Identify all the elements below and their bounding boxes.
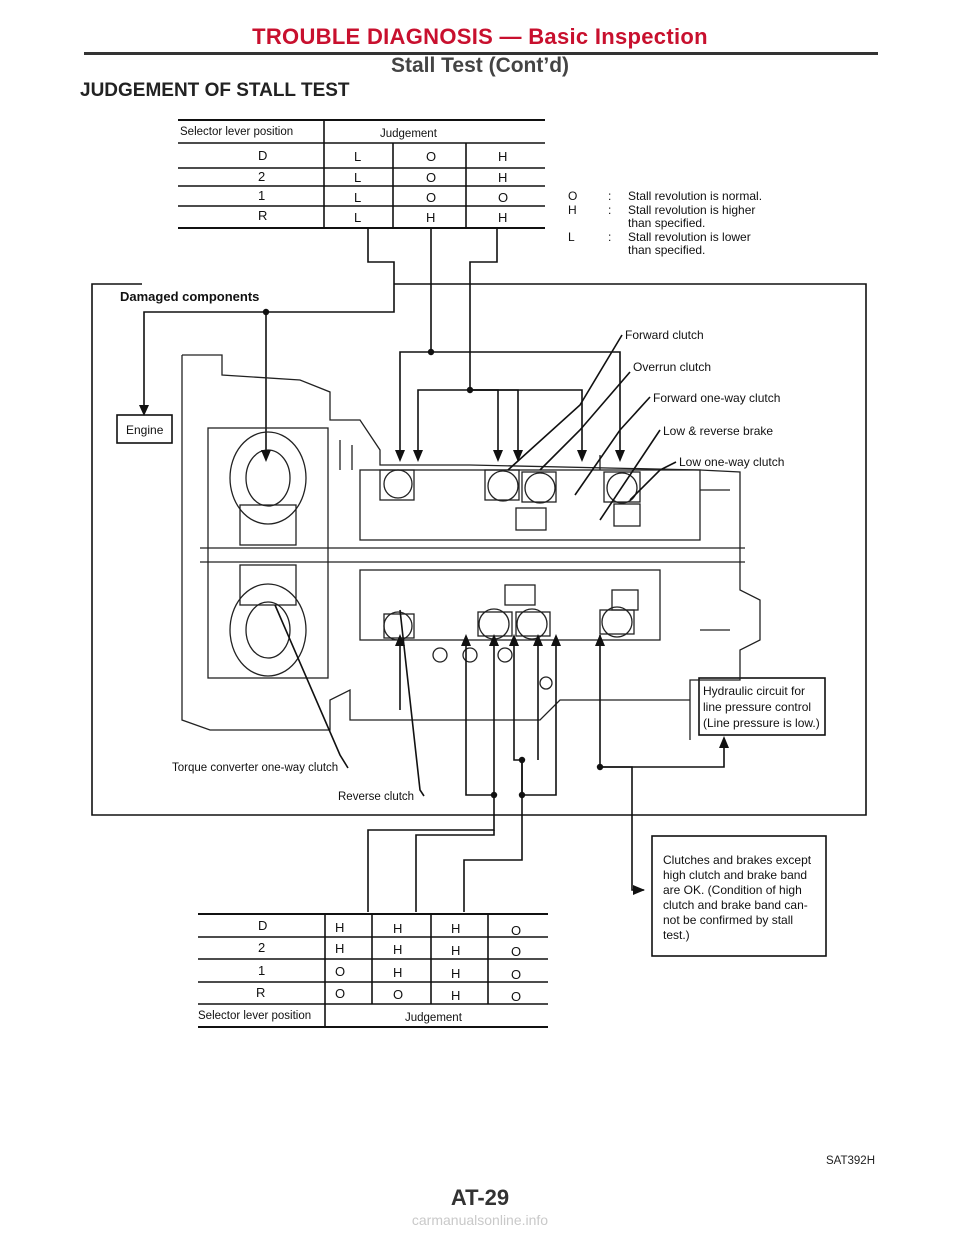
legend-text: than specified. <box>628 243 705 257</box>
legend-separator: : <box>608 189 611 203</box>
callout-low-oneway-clutch: Low one-way clutch <box>679 455 784 469</box>
bottom-table-judgement-header: Judgement <box>405 1012 463 1024</box>
damaged-components-title: Damaged components <box>120 289 259 304</box>
page-number: AT-29 <box>450 1185 510 1210</box>
legend-text: Stall revolution is lower <box>628 230 751 244</box>
top-table-pos: 2 <box>258 169 265 184</box>
page-heading: JUDGEMENT OF STALL TEST <box>80 80 350 101</box>
header-rule <box>84 52 878 55</box>
bottom-table-cell: H <box>451 943 460 958</box>
bottom-table-cell: H <box>451 966 460 981</box>
bottom-table-cell: O <box>393 987 403 1002</box>
bottom-table-cell: O <box>511 967 521 982</box>
figure-code: SAT392H <box>826 1155 876 1167</box>
top-table-cell: H <box>426 210 435 225</box>
legend-text: than specified. <box>628 216 705 230</box>
top-table-cell: L <box>354 170 361 185</box>
bottom-table-cell: H <box>335 920 344 935</box>
bottom-table-selector-header: Selector lever position <box>198 1010 311 1022</box>
result-box-line: clutch and brake band can- <box>663 898 808 912</box>
top-table-cell: L <box>354 149 361 164</box>
bottom-table-cell: O <box>511 923 521 938</box>
hydraulic-circuit-line: Hydraulic circuit for <box>703 684 805 698</box>
hydraulic-circuit-line: line pressure control <box>703 700 811 714</box>
section-title: TROUBLE DIAGNOSIS — Basic Inspection <box>252 24 708 49</box>
legend-text: Stall revolution is normal. <box>628 189 762 203</box>
bottom-table-pos: R <box>256 985 265 1000</box>
top-table-cell: L <box>354 190 361 205</box>
callout-torque-converter: Torque converter one-way clutch <box>172 762 338 774</box>
bottom-table-cell: H <box>393 942 402 957</box>
result-box-line: test.) <box>663 928 690 942</box>
legend-symbol: L <box>568 230 575 244</box>
result-box-line: not be confirmed by stall <box>663 913 793 927</box>
bottom-table-pos: D <box>258 918 267 933</box>
callout-overrun-clutch: Overrun clutch <box>633 360 711 374</box>
watermark: carmanualsonline.info <box>411 1212 549 1228</box>
bottom-table-cell: O <box>335 964 345 979</box>
bottom-table-cell: H <box>335 941 344 956</box>
top-table-cell: O <box>426 190 436 205</box>
top-table-cell: H <box>498 149 507 164</box>
bottom-table-cell: O <box>511 989 521 1004</box>
top-table-judgement-header: Judgement <box>380 128 438 140</box>
bottom-table-cell: H <box>451 921 460 936</box>
bottom-table-cell: O <box>511 944 521 959</box>
top-table-cell: H <box>498 210 507 225</box>
legend-separator: : <box>608 230 611 244</box>
bottom-table-pos: 1 <box>258 963 265 978</box>
result-box-line: high clutch and brake band <box>663 868 807 882</box>
result-box-line: Clutches and brakes except <box>663 853 812 867</box>
engine-label: Engine <box>126 423 164 437</box>
top-table-cell: O <box>426 149 436 164</box>
bottom-table-pos: 2 <box>258 940 265 955</box>
top-table-pos: R <box>258 208 267 223</box>
legend-symbol: H <box>568 203 577 217</box>
hydraulic-circuit-line: (Line pressure is low.) <box>703 716 820 730</box>
top-table-cell: O <box>498 190 508 205</box>
top-table-selector-header: Selector lever position <box>180 126 293 138</box>
top-table-pos: D <box>258 148 267 163</box>
legend-text: Stall revolution is higher <box>628 203 755 217</box>
callout-forward-oneway-clutch: Forward one-way clutch <box>653 391 780 405</box>
bottom-table-cell: H <box>393 921 402 936</box>
legend-separator: : <box>608 203 611 217</box>
top-table-cell: H <box>498 170 507 185</box>
section-subtitle: Stall Test (Cont’d) <box>390 54 570 77</box>
callout-low-reverse-brake: Low & reverse brake <box>663 424 773 438</box>
top-table-pos: 1 <box>258 188 265 203</box>
callout-reverse-clutch: Reverse clutch <box>338 791 414 803</box>
bottom-table-cell: H <box>451 988 460 1003</box>
result-box-line: are OK. (Condition of high <box>663 883 802 897</box>
top-table-cell: O <box>426 170 436 185</box>
bottom-table-cell: H <box>393 965 402 980</box>
bottom-table-cell: O <box>335 986 345 1001</box>
top-table-cell: L <box>354 210 361 225</box>
callout-forward-clutch: Forward clutch <box>625 328 704 342</box>
legend-symbol: O <box>568 189 577 203</box>
